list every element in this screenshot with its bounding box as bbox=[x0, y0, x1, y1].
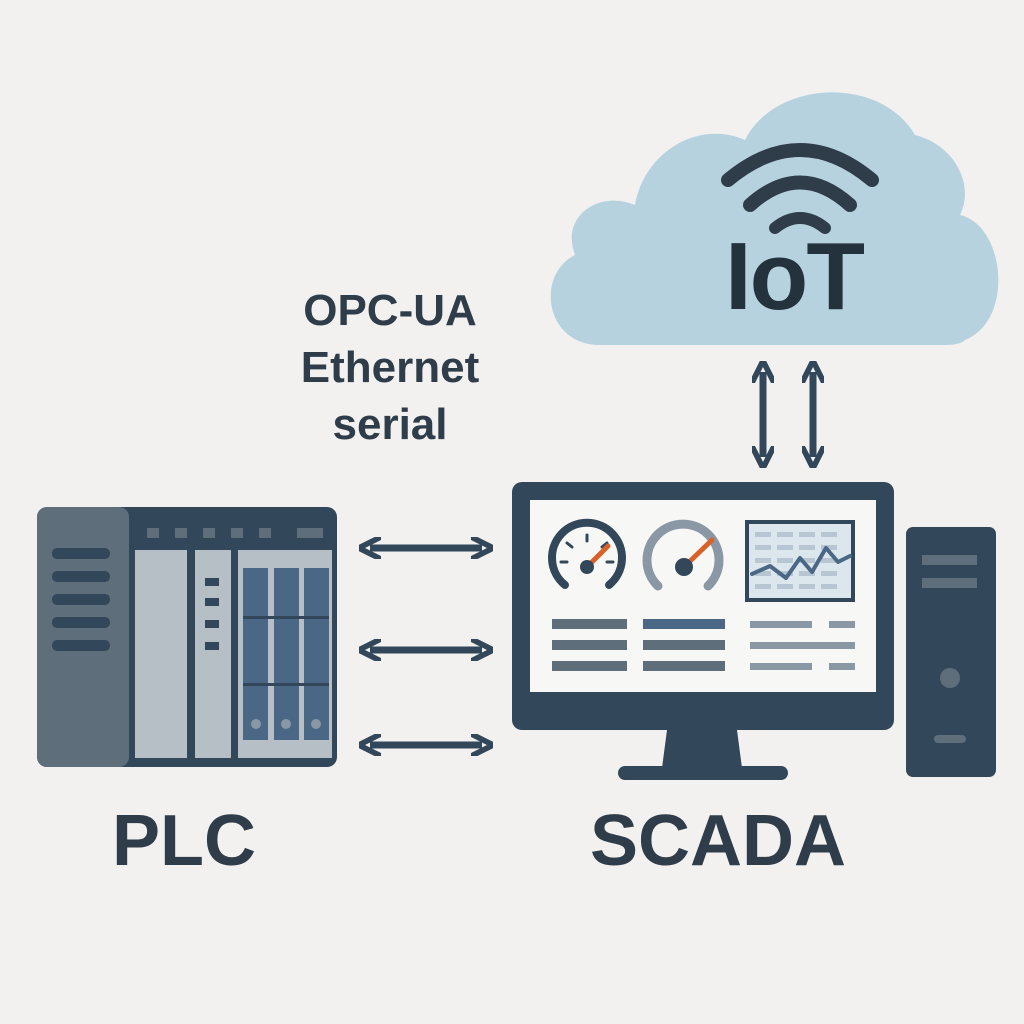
iot-label: IoT bbox=[725, 223, 865, 330]
plc-io-cards bbox=[243, 568, 329, 740]
cloud-icon bbox=[550, 92, 999, 345]
protocol-serial: serial bbox=[332, 400, 448, 449]
pc-tower-icon bbox=[906, 527, 996, 777]
screen-data-rows bbox=[552, 619, 855, 671]
trend-chart bbox=[745, 520, 855, 602]
cloud-scada-arrows bbox=[763, 372, 813, 457]
wifi-icon bbox=[721, 143, 879, 234]
scada-label: SCADA bbox=[590, 801, 847, 881]
monitor-icon bbox=[512, 482, 894, 780]
gauge-2 bbox=[642, 519, 724, 591]
plc-label: PLC bbox=[112, 801, 256, 881]
protocol-opc-ua: OPC-UA bbox=[303, 286, 477, 335]
plc-top-indicators bbox=[147, 528, 323, 538]
plc-vent-slots bbox=[52, 548, 110, 651]
protocol-ethernet: Ethernet bbox=[300, 343, 480, 392]
monitor-neck bbox=[662, 730, 742, 768]
plc-scada-arrows bbox=[370, 548, 482, 745]
monitor-base bbox=[618, 766, 788, 780]
plc-module-1 bbox=[135, 550, 187, 758]
plc-rack-icon bbox=[37, 507, 337, 767]
gauge-1 bbox=[548, 518, 626, 589]
protocol-list: OPC-UA Ethernet serial bbox=[270, 282, 510, 453]
